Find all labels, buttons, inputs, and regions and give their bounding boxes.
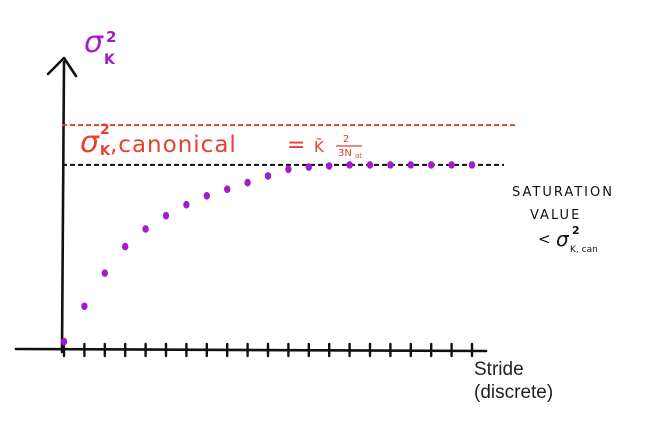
canonical-label-subscript: K — [100, 144, 111, 159]
saturation-label-subscript: K, can — [570, 245, 598, 255]
data-point — [366, 161, 374, 169]
data-point — [468, 161, 476, 169]
y-label-symbol: σ — [84, 25, 104, 60]
data-point — [101, 269, 109, 277]
x-axis — [14, 342, 488, 358]
saturation-label-line2: VALUE — [530, 208, 581, 223]
data-point — [81, 302, 88, 311]
canonical-label-frac-num: 2 — [343, 134, 349, 145]
data-point — [407, 161, 414, 169]
y-axis — [46, 56, 78, 354]
canonical-label-superscript: 2 — [100, 122, 110, 138]
data-point — [122, 242, 129, 251]
x-ticks — [62, 342, 474, 358]
canonical-label-frac-den-sub: at — [355, 152, 362, 160]
canonical-label-symbol: σ — [80, 125, 100, 160]
data-point — [264, 172, 272, 180]
data-point — [203, 192, 210, 200]
y-axis-arrowhead — [46, 56, 78, 78]
data-point — [60, 337, 68, 346]
saturation-label-line1: SATURATION — [512, 185, 614, 200]
saturation-label: SATURATION VALUE < σ 2 K, can — [512, 185, 614, 255]
canonical-label-equals: = — [287, 133, 305, 158]
x-axis-label-line2: (discrete) — [474, 382, 553, 403]
x-axis-label-line1: Stride — [474, 359, 524, 380]
data-point — [387, 161, 394, 169]
data-point — [183, 200, 190, 209]
saturation-label-symbol: σ — [556, 227, 570, 251]
data-point — [162, 211, 170, 220]
canonical-label-frac-den: 3N — [338, 148, 352, 159]
data-series — [60, 161, 476, 346]
y-label-subscript: K — [104, 52, 116, 68]
data-point — [326, 162, 333, 170]
y-axis-label: σ 2 K — [84, 25, 116, 68]
data-point — [142, 225, 149, 233]
data-point — [244, 178, 251, 187]
canonical-label-text: ,canonical — [110, 132, 237, 158]
y-label-superscript: 2 — [106, 28, 116, 46]
data-point — [224, 185, 231, 193]
saturation-label-lt: < — [538, 230, 551, 248]
canonical-label-kbar: K̄ — [314, 137, 325, 156]
data-point — [428, 161, 435, 169]
canonical-label: σ 2 K ,canonical = K̄ 2 3N at — [80, 122, 362, 160]
data-point — [448, 161, 455, 169]
data-point — [346, 161, 353, 169]
saturation-label-superscript: 2 — [572, 224, 580, 237]
data-point — [305, 163, 312, 171]
y-axis-line — [60, 60, 66, 354]
x-axis-line — [14, 347, 488, 353]
data-point — [285, 165, 292, 174]
